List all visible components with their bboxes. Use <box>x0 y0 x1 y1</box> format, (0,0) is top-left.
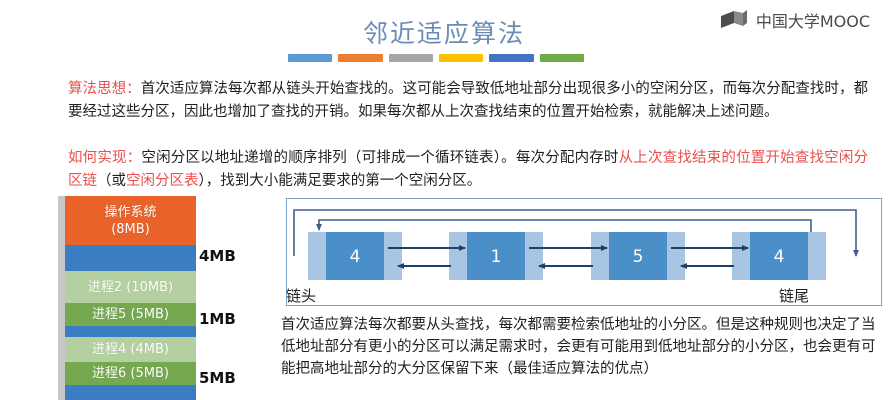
mooc-logo-text: 中国大学MOOC <box>755 12 870 31</box>
title-divider-segment-4 <box>438 54 484 62</box>
implementation-highlight-free-table: 空闲分区表 <box>126 173 199 189</box>
memory-block-name: 操作系统 <box>104 204 157 220</box>
linked-list-node: 4 <box>732 232 826 280</box>
node-value-text: 1 <box>491 247 502 267</box>
title-divider-bar <box>288 54 584 62</box>
memory-block-process: 进程4 (4MB) <box>65 337 196 362</box>
node-prev-pointer-cell <box>591 232 609 280</box>
linked-list-frame <box>286 198 882 306</box>
linked-list-wrap-arrow <box>316 219 812 232</box>
implementation-text-mid: （或 <box>97 173 126 189</box>
conclusion-paragraph: 首次适应算法每次都要从头查找，每次都需要检索低地址的小分区。但是这种规则也决定了… <box>281 317 876 377</box>
memory-block-process: 进程6 (5MB) <box>65 362 196 385</box>
memory-layout-diagram: 操作系统(8MB) 进程2 (10MB) 进程5 (5MB) 进程4 (4MB) 进程6… <box>58 196 196 400</box>
algorithm-idea-paragraph: 算法思想：首次适应算法每次都从链头开始查找的。这可能会导致低地址部分出现很多小的… <box>68 78 868 124</box>
memory-block-process: 操作系统(8MB) <box>65 196 196 245</box>
implementation-text-part2: ），找到大小能满足要求的第一个空闲分区。 <box>198 173 482 189</box>
memory-size-label: 4MB <box>199 247 236 265</box>
node-value-text: 4 <box>774 247 785 267</box>
page-title: 邻近适应算法 <box>362 19 525 48</box>
memory-block-label: 进程4 (4MB) <box>92 342 169 357</box>
node-prev-pointer-cell <box>449 232 467 280</box>
node-next-pointer-cell <box>808 232 826 280</box>
title-divider-segment-2 <box>338 54 383 62</box>
linked-list-node: 4 <box>308 232 402 280</box>
implementation-text-part1: 空闲分区以地址递增的顺序排列（可排成一个循环链表）。每次分配内存时 <box>141 150 619 166</box>
linked-list-node: 1 <box>449 232 543 280</box>
node-value-cell <box>467 232 525 280</box>
memory-block-label: 进程6 (5MB) <box>92 366 169 381</box>
node-next-pointer-cell <box>525 232 543 280</box>
node-prev-pointer-cell <box>308 232 326 280</box>
book-prism-icon <box>720 10 747 28</box>
implementation-paragraph: 如何实现：空闲分区以地址递增的顺序排列（可排成一个循环链表）。每次分配内存时从上… <box>68 147 868 193</box>
memory-block-label: 进程5 (5MB) <box>92 307 169 322</box>
node-value-cell <box>750 232 808 280</box>
memory-block-free <box>65 326 196 337</box>
algorithm-idea-label: 算法思想： <box>68 81 141 97</box>
memory-size-label: 5MB <box>199 369 236 387</box>
memory-block-free <box>65 245 196 271</box>
node-value-text: 4 <box>350 247 361 267</box>
implementation-label: 如何实现： <box>68 150 142 166</box>
linked-list-node: 5 <box>591 232 685 280</box>
memory-block-label: 进程2 (10MB) <box>87 279 174 295</box>
memory-size-label: 1MB <box>199 310 236 328</box>
mooc-logo: 中国大学MOOC <box>720 8 870 32</box>
linked-list-wrap-arrow <box>293 209 859 257</box>
node-next-pointer-cell <box>384 232 402 280</box>
title-divider-segment-5 <box>489 54 534 62</box>
node-prev-pointer-cell <box>732 232 750 280</box>
node-value-cell <box>326 232 384 280</box>
title-divider-segment-3 <box>388 54 433 62</box>
node-value-text: 5 <box>633 247 644 267</box>
memory-block-size: (8MB) <box>111 221 150 237</box>
title-divider-segment-1 <box>288 54 333 62</box>
circular-linked-list-diagram: 4 1 5 4 <box>286 198 882 306</box>
linked-list-tail-caption: 链尾 <box>779 287 810 305</box>
node-value-cell <box>609 232 667 280</box>
linked-list-head-caption: 链头 <box>286 287 317 305</box>
memory-block-process: 进程2 (10MB) <box>65 271 196 303</box>
implementation-highlight-free-list: 空闲分区链 <box>68 150 869 189</box>
algorithm-idea-text: 首次适应算法每次都从链头开始查找的。这可能会导致低地址部分出现很多小的空闲分区，… <box>68 81 868 120</box>
node-next-pointer-cell <box>667 232 685 280</box>
memory-block-free <box>65 385 196 400</box>
title-divider-segment-6 <box>539 54 584 62</box>
implementation-highlight-start-position: 从上次查找结束的位置开始查找 <box>618 150 825 166</box>
memory-block-process: 进程5 (5MB) <box>65 303 196 326</box>
